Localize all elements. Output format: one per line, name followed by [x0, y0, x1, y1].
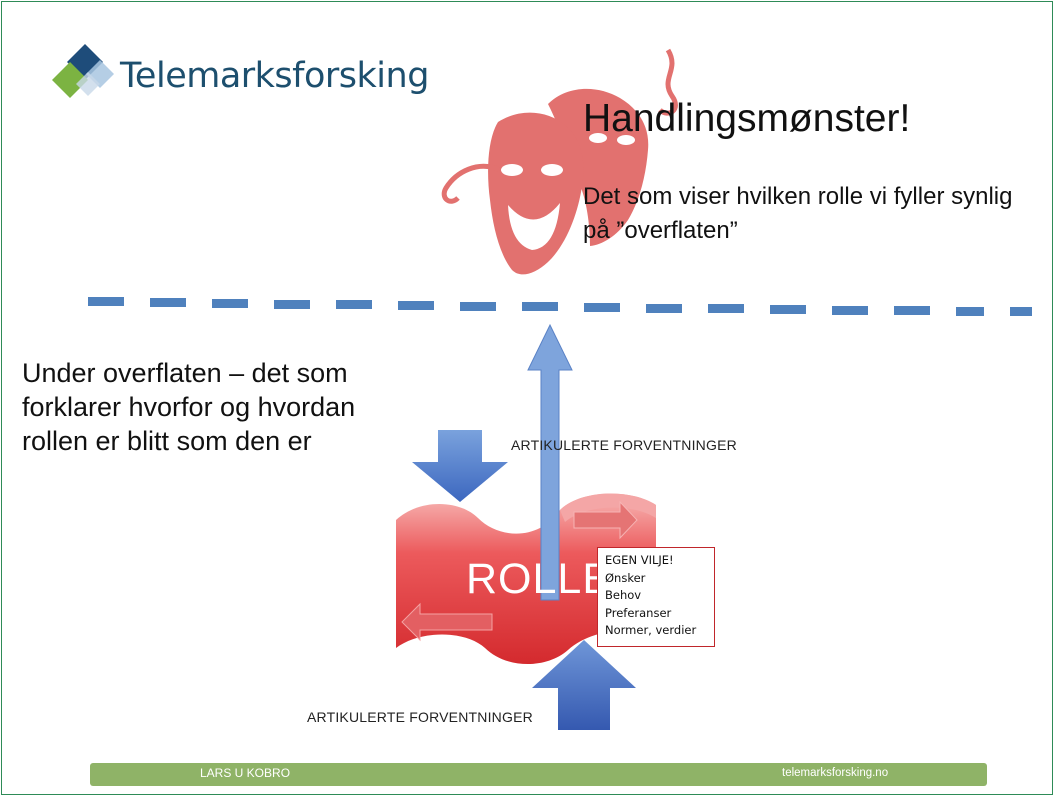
theatre-masks-icon: [441, 48, 678, 275]
left-arrow-icon: [401, 602, 493, 642]
own-will-item: EGEN VILJE!: [605, 553, 674, 567]
logo-mark-icon: [52, 44, 114, 98]
surface-dashed-line: [88, 297, 1032, 316]
expectations-label-top: ARTIKULERTE FORVENTNINGER: [511, 437, 737, 453]
footer-bar: [90, 763, 987, 786]
footer-author: LARS U KOBRO: [200, 766, 291, 780]
under-surface-text: Under overflaten – det som forklarer hvo…: [22, 358, 356, 456]
own-will-item: Preferanser: [605, 605, 672, 620]
role-label: ROLLE: [466, 555, 613, 603]
long-up-arrow-icon: [527, 323, 573, 601]
own-will-item: Ønsker: [605, 570, 646, 585]
down-arrow-icon: [412, 430, 508, 502]
up-arrow-icon: [532, 640, 636, 730]
own-will-item: Normer, verdier: [605, 623, 697, 637]
slide-subtitle: Det som viser hvilken rolle vi fyller sy…: [583, 183, 1013, 244]
own-will-item: Behov: [605, 588, 642, 602]
right-arrow-icon: [573, 500, 638, 540]
footer-website: telemarksforsking.no: [782, 767, 889, 779]
mask-face-details: [501, 133, 635, 250]
expectations-label-bottom: ARTIKULERTE FORVENTNINGER: [307, 709, 533, 725]
slide-title: Handlingsmønster!: [583, 97, 911, 140]
logo-text: Telemarksforsking: [120, 56, 429, 96]
own-will-box: EGEN VILJE! Ønsker Behov Preferanser Nor…: [597, 547, 715, 647]
